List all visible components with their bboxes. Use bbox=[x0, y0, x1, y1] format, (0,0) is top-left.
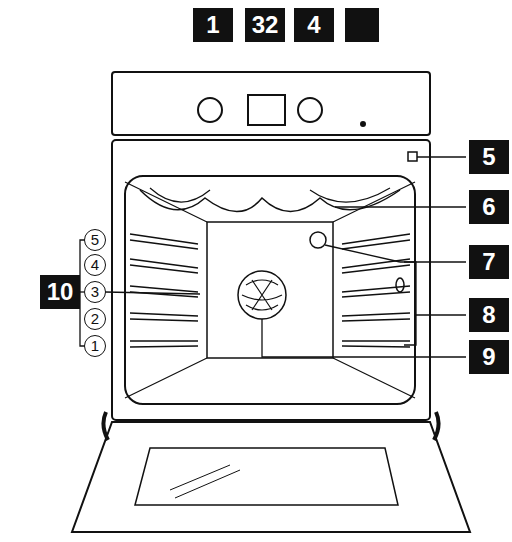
shelf-number: 2 bbox=[84, 308, 106, 330]
fan bbox=[238, 271, 286, 319]
callout-box bbox=[345, 8, 379, 42]
indicator-dot bbox=[361, 122, 365, 126]
knob bbox=[298, 98, 322, 122]
door bbox=[72, 422, 470, 532]
shelf-number: 1 bbox=[84, 335, 106, 357]
back-panel bbox=[207, 222, 333, 358]
hinge bbox=[103, 412, 438, 440]
callout-number: 6 bbox=[469, 190, 509, 224]
callout-number: 9 bbox=[469, 340, 509, 374]
callout-number: 4 bbox=[294, 8, 334, 42]
callout-number: 1 bbox=[193, 8, 233, 42]
display bbox=[248, 95, 285, 125]
sensor bbox=[408, 152, 417, 161]
shelf-number: 3 bbox=[84, 281, 106, 303]
oven-body bbox=[112, 140, 430, 420]
control-panel bbox=[112, 72, 430, 135]
callout-number: 7 bbox=[469, 245, 509, 279]
shelf-number: 5 bbox=[84, 229, 106, 251]
callout-number: 32 bbox=[245, 8, 285, 42]
callout-number: 5 bbox=[469, 140, 509, 174]
door-window bbox=[135, 448, 398, 505]
shelf-rails bbox=[130, 234, 410, 347]
callout-number: 10 bbox=[40, 275, 80, 309]
shelf-number: 4 bbox=[84, 254, 106, 276]
oven-cavity bbox=[125, 176, 415, 404]
callout-number: 8 bbox=[469, 298, 509, 332]
leader-lines bbox=[78, 157, 466, 357]
lamp bbox=[310, 232, 326, 248]
knob bbox=[198, 98, 222, 122]
